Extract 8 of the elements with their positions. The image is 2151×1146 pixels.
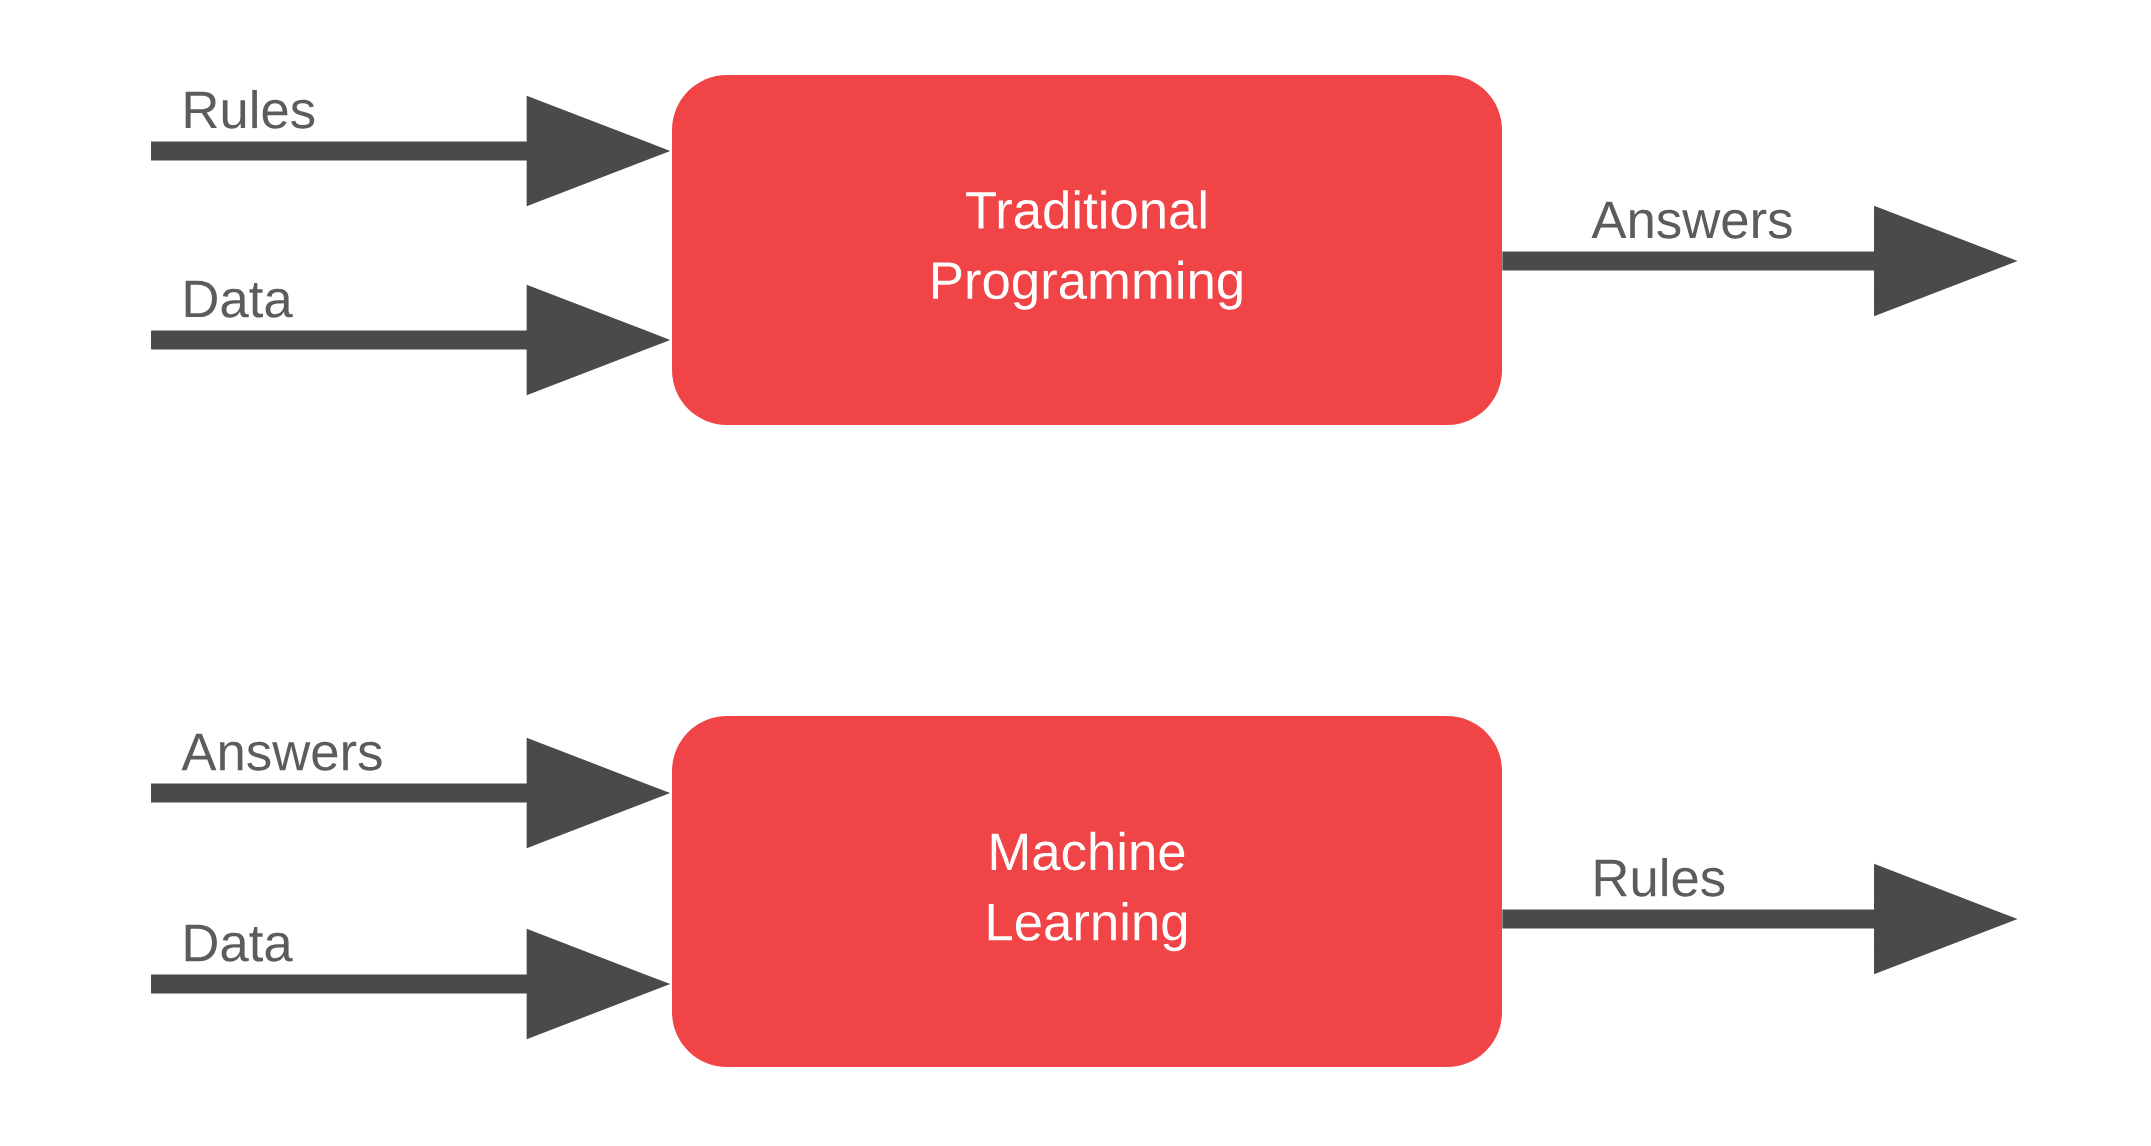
process-box: Traditional Programming	[672, 75, 1502, 425]
edge-label: Answers	[181, 733, 382, 771]
edge-label: Rules	[1595, 857, 1725, 897]
process-box: Machine Learning	[672, 716, 1502, 1067]
edge-label: Rules	[185, 89, 315, 129]
edge-label: Data	[185, 924, 293, 962]
edge-label: Data	[185, 280, 293, 318]
edge-label: Answers	[1591, 201, 1792, 239]
